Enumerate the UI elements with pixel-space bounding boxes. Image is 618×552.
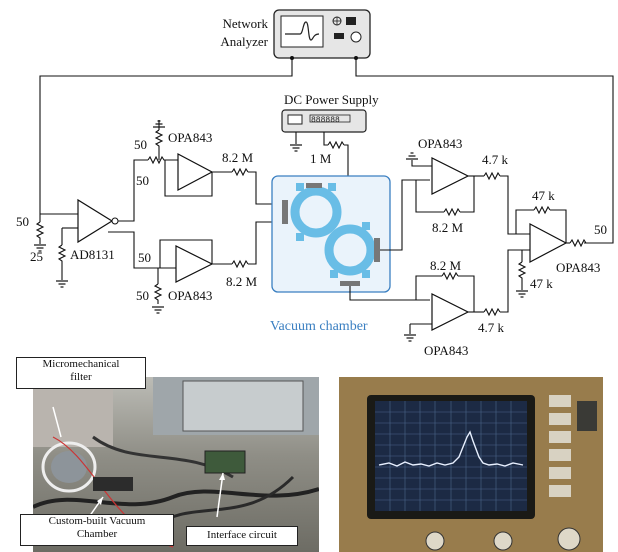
dc-power-supply: 888888 — [281, 109, 367, 133]
opa843-top-right — [431, 157, 470, 195]
opa843-top-left — [177, 153, 214, 191]
opa843-output — [529, 223, 568, 263]
r-br-out-label: 4.7 k — [478, 320, 505, 335]
filter-callout: Micromechanical filter — [16, 357, 146, 389]
r-tr-out-label: 4.7 k — [482, 152, 509, 167]
vacuum-chamber-label: Vacuum chamber — [270, 319, 368, 334]
filter-callout-line2: filter — [70, 371, 92, 383]
opa843-output-label: OPA843 — [556, 260, 600, 275]
filter-callout-line1: Micromechanical — [42, 358, 120, 370]
r-out-fb-label: 47 k — [532, 188, 555, 203]
opa843-bl-label: OPA843 — [168, 288, 212, 303]
opa843-br-label: OPA843 — [424, 343, 468, 358]
analyzer-input-wire — [355, 58, 614, 244]
micromechanical-filter — [282, 183, 380, 286]
r-br-fb-label: 8.2 M — [430, 258, 462, 273]
r-bias-label: 1 M — [310, 151, 332, 166]
ad8131-amplifier — [77, 198, 114, 244]
spectrum-analyzer-photo — [339, 377, 603, 552]
r-tl-out-label: 8.2 M — [222, 150, 254, 165]
opa843-tr-label: OPA843 — [418, 136, 462, 151]
chamber-callout-line1: Custom-built Vacuum — [48, 515, 146, 527]
chamber-callout-line2: Chamber — [76, 528, 118, 540]
network-analyzer — [273, 9, 371, 60]
lab-setup-photo — [33, 377, 319, 552]
r-bl-out-label: 8.2 M — [226, 274, 258, 289]
r-out-gnd-label: 47 k — [530, 276, 553, 291]
resistor-1m — [327, 140, 345, 150]
waveform-icon — [285, 21, 320, 41]
r-input-ground-label: 25 — [30, 249, 43, 264]
interface-circuit-callout: Interface circuit — [186, 526, 298, 546]
svg-text:888888: 888888 — [311, 116, 340, 125]
ad8131-label: AD8131 — [70, 247, 115, 262]
r-input-term-label: 50 — [16, 214, 29, 229]
r-tr-fb-label: 8.2 M — [432, 220, 464, 235]
resistor-25 — [57, 244, 67, 268]
opa843-tl-label: OPA843 — [168, 130, 212, 145]
resistor-50-input — [35, 221, 45, 244]
r-tl-top-label: 50 — [134, 137, 147, 152]
r-bl-in-label: 50 — [138, 250, 151, 265]
network-analyzer-label: Network — [223, 16, 269, 31]
opa843-bottom-left — [175, 245, 214, 283]
vacuum-chamber-callout: Custom-built Vacuum Chamber — [20, 514, 174, 546]
network-analyzer-label-2: Analyzer — [220, 34, 268, 49]
r-bl-bottom-label: 50 — [136, 288, 149, 303]
analyzer-output-wire — [39, 58, 293, 214]
dc-power-supply-label: DC Power Supply — [284, 92, 379, 107]
opa843-bottom-right — [431, 293, 470, 331]
r-tl-fb-label: 50 — [136, 173, 149, 188]
r-out-term-label: 50 — [594, 222, 607, 237]
